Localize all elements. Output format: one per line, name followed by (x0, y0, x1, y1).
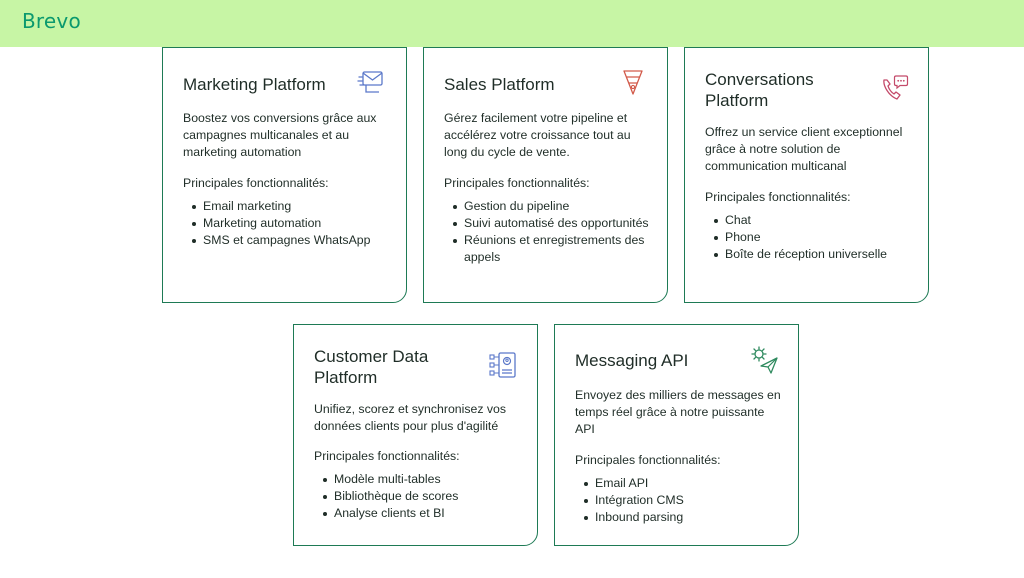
features-heading: Principales fonctionnalités: (575, 453, 721, 467)
features-list: Email marketing Marketing automation SMS… (183, 198, 392, 249)
features-heading: Principales fonctionnalités: (183, 176, 329, 190)
features-heading: Principales fonctionnalités: (444, 176, 590, 190)
list-item: Chat (705, 212, 914, 229)
features-heading: Principales fonctionnalités: (705, 190, 851, 204)
list-item: Intégration CMS (575, 492, 784, 509)
gear-send-icon (751, 346, 778, 374)
card-marketing-platform: Marketing Platform Boostez vos conversio… (162, 47, 407, 303)
data-profile-icon (489, 352, 516, 378)
features-list: Modèle multi-tables Bibliothèque de scor… (314, 471, 523, 522)
list-item: Analyse clients et BI (314, 505, 523, 522)
card-messaging-api: Messaging API Envoyez des milliers de me… (554, 324, 799, 546)
phone-chat-icon (883, 75, 909, 100)
list-item: Email marketing (183, 198, 392, 215)
features-list: Gestion du pipeline Suivi automatisé des… (444, 198, 653, 266)
list-item: SMS et campagnes WhatsApp (183, 232, 392, 249)
card-sales-platform: Sales Platform Gérez facilement votre pi… (423, 47, 668, 303)
card-conversations-platform: Conversations Platform Offrez un service… (684, 47, 929, 303)
list-item: Email API (575, 475, 784, 492)
card-description: Unifiez, scorez et synchronisez vos donn… (314, 402, 507, 433)
card-description: Boostez vos conversions grâce aux campag… (183, 111, 377, 159)
list-item: Boîte de réception universelle (705, 246, 914, 263)
card-description: Offrez un service client exceptionnel gr… (705, 125, 903, 173)
envelope-icon (357, 71, 383, 93)
funnel-icon (623, 70, 643, 95)
top-banner: Brevo (0, 0, 1024, 47)
card-title: Sales Platform (444, 75, 555, 94)
card-title: Messaging API (575, 351, 689, 370)
brevo-logo[interactable]: Brevo (22, 9, 81, 33)
card-description: Envoyez des milliers de messages en temp… (575, 388, 781, 436)
card-title: Marketing Platform (183, 75, 326, 94)
list-item: Modèle multi-tables (314, 471, 523, 488)
list-item: Marketing automation (183, 215, 392, 232)
card-customer-data-platform: Customer Data Platform Unifiez, scorez e… (293, 324, 538, 546)
features-list: Email API Intégration CMS Inbound parsin… (575, 475, 784, 526)
features-heading: Principales fonctionnalités: (314, 449, 460, 463)
features-list: Chat Phone Boîte de réception universell… (705, 212, 914, 263)
list-item: Inbound parsing (575, 509, 784, 526)
list-item: Gestion du pipeline (444, 198, 653, 215)
list-item: Phone (705, 229, 914, 246)
list-item: Réunions et enregistrements des appels (444, 232, 653, 266)
card-title: Conversations Platform (705, 70, 814, 110)
list-item: Suivi automatisé des opportunités (444, 215, 653, 232)
card-description: Gérez facilement votre pipeline et accél… (444, 111, 631, 159)
card-title: Customer Data Platform (314, 347, 429, 387)
list-item: Bibliothèque de scores (314, 488, 523, 505)
